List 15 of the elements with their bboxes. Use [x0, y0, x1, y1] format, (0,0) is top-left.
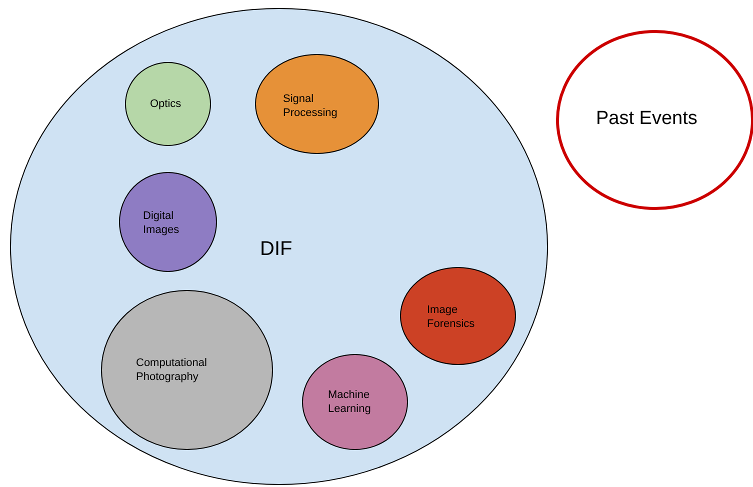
circle-label: Past Events	[596, 107, 698, 131]
topic-circle	[302, 354, 408, 450]
topic-circle	[255, 54, 379, 154]
circle-label: Image Forensics	[427, 303, 476, 332]
circle-label: Computational Photography	[136, 356, 208, 385]
topic-circle	[125, 62, 211, 146]
topic-circle	[400, 267, 516, 365]
circle-label: Digital Images	[143, 209, 180, 238]
topic-circle	[119, 172, 217, 272]
group-label: DIF	[260, 237, 294, 262]
circle-label: Optics	[150, 97, 182, 112]
circle-label: Machine Learning	[328, 388, 372, 417]
domain-ellipse	[10, 8, 548, 485]
circle-label: Signal Processing	[283, 92, 338, 121]
topic-circle	[101, 290, 273, 450]
